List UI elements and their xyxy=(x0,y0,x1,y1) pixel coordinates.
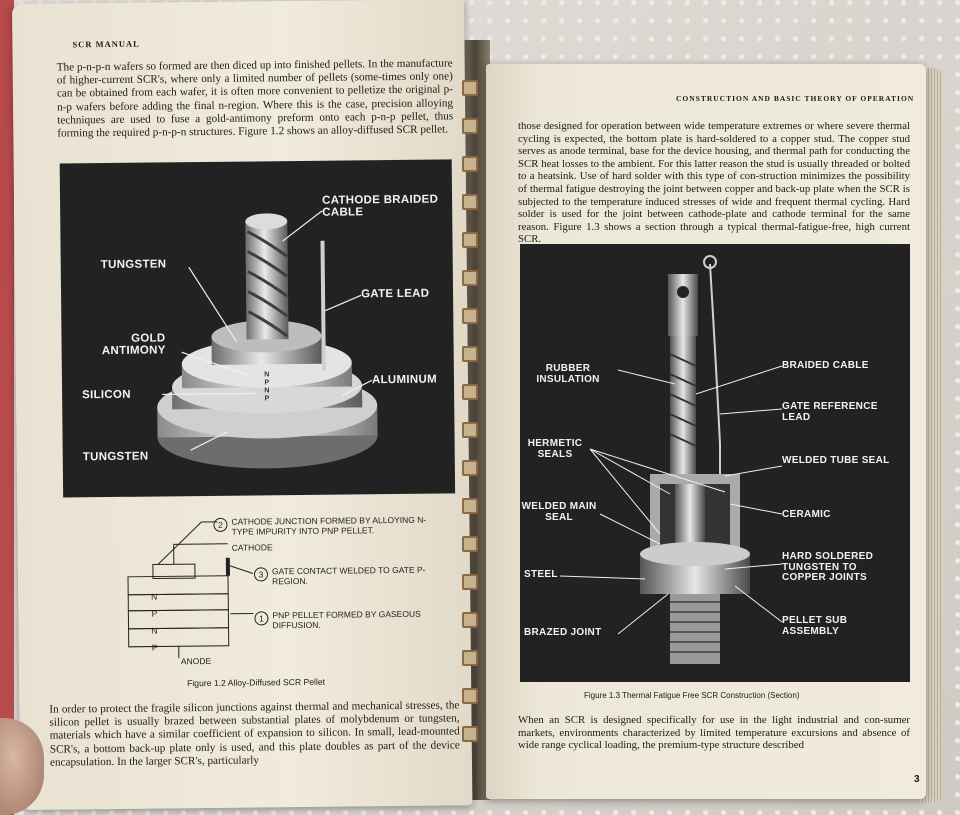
binding-ring xyxy=(462,156,478,172)
diagram-label-anode: ANODE xyxy=(180,655,212,667)
running-head-left: SCR MANUAL xyxy=(72,38,140,50)
label-ceramic: CERAMIC xyxy=(782,509,831,520)
label-silicon: SILICON xyxy=(82,388,131,402)
binding-ring xyxy=(462,308,478,324)
label-pellet-sub-assembly: PELLET SUB ASSEMBLY xyxy=(782,615,848,637)
label-aluminum: ALUMINUM xyxy=(371,373,438,387)
marker-2: 2 xyxy=(213,517,228,532)
binding-ring xyxy=(462,384,478,400)
photo-layer-p2: P xyxy=(264,395,270,403)
label-gate-reference-lead: GATE REFERENCE LEAD xyxy=(782,401,878,423)
scr-construction-illustration xyxy=(559,255,783,664)
binding-ring xyxy=(462,232,478,248)
diagram-layer-p1: P xyxy=(151,608,158,619)
diagram-note-pnp-pellet: PNP PELLET FORMED BY GASEOUS DIFFUSION. xyxy=(272,608,421,630)
binding-ring xyxy=(462,688,478,704)
label-hermetic-seals: HERMETIC SEALS xyxy=(527,438,583,460)
label-brazed-joint: BRAZED JOINT xyxy=(524,627,602,638)
photo-layer-p1: P xyxy=(264,379,270,387)
scr-construction-photo: RUBBER INSULATION BRAIDED CABLE GATE REF… xyxy=(520,244,910,682)
label-gate-lead: GATE LEAD xyxy=(360,287,430,301)
binding-ring xyxy=(462,118,478,134)
diagram-note-cathode-junction: CATHODE JUNCTION FORMED BY ALLOYING N-TY… xyxy=(231,514,427,537)
pellet-photo-illustration xyxy=(157,210,378,469)
binding-ring xyxy=(462,194,478,210)
label-tungsten-bottom: TUNGSTEN xyxy=(82,450,149,464)
label-gold-antimony: GOLD ANTIMONY xyxy=(101,332,166,358)
binding-ring xyxy=(462,80,478,96)
photo-layer-n1: N xyxy=(264,371,270,379)
binding-ring xyxy=(462,422,478,438)
book-cover-edge xyxy=(0,0,14,815)
diagram-label-cathode: CATHODE xyxy=(231,542,273,553)
left-intro-paragraph: The p-n-p-n wafers so formed are then di… xyxy=(56,57,454,140)
binding-ring xyxy=(462,498,478,514)
diagram-layer-n2: N xyxy=(151,625,158,636)
label-rubber-insulation: RUBBER INSULATION xyxy=(536,363,600,385)
binding-ring xyxy=(462,650,478,666)
binding-ring xyxy=(462,612,478,628)
label-braided-cable: BRAIDED CABLE xyxy=(782,360,869,371)
pellet-cross-section-diagram xyxy=(127,521,254,659)
diagram-layer-p2: P xyxy=(151,642,158,653)
right-intro-paragraph: those designed for operation between wid… xyxy=(518,120,910,246)
diagram-layer-n1: N xyxy=(151,591,158,602)
right-bottom-paragraph: When an SCR is designed specifically for… xyxy=(518,714,910,752)
figure-1-2-caption: Figure 1.2 Alloy-Diffused SCR Pellet xyxy=(187,676,326,689)
binding-ring xyxy=(462,726,478,742)
label-tungsten-top: TUNGSTEN xyxy=(100,258,167,272)
page-number: 3 xyxy=(914,774,920,785)
binding-ring xyxy=(462,346,478,362)
binding-ring xyxy=(462,536,478,552)
figure-1-3-caption: Figure 1.3 Thermal Fatigue Free SCR Cons… xyxy=(584,691,800,700)
right-page: CONSTRUCTION AND BASIC THEORY OF OPERATI… xyxy=(486,64,926,799)
photo-layer-n2: N xyxy=(264,387,270,395)
marker-3: 3 xyxy=(253,567,269,582)
label-welded-tube-seal: WELDED TUBE SEAL xyxy=(782,455,890,466)
binding-ring xyxy=(462,574,478,590)
diagram-note-gate-contact: GATE CONTACT WELDED TO GATE P-REGION. xyxy=(271,564,426,586)
label-cathode-braided-cable: CATHODE BRAIDED CABLE xyxy=(322,193,439,219)
label-welded-main-seal: WELDED MAIN SEAL xyxy=(521,501,597,523)
label-hard-soldered-joints: HARD SOLDERED TUNGSTEN TO COPPER JOINTS xyxy=(782,551,874,583)
diagram-layer-labels: N P N P xyxy=(146,588,163,656)
marker-1: 1 xyxy=(254,611,269,626)
label-steel: STEEL xyxy=(524,569,558,580)
left-bottom-paragraph: In order to protect the fragile silicon … xyxy=(49,699,460,769)
photo-layer-labels: N P N P xyxy=(262,371,272,403)
binding-ring xyxy=(462,460,478,476)
left-page: SCR MANUAL The p-n-p-n wafers so formed … xyxy=(12,0,473,810)
binding-ring xyxy=(462,270,478,286)
running-head-right: CONSTRUCTION AND BASIC THEORY OF OPERATI… xyxy=(676,94,915,103)
pellet-photo: CATHODE BRAIDED CABLE TUNGSTEN GATE LEAD… xyxy=(59,159,456,498)
